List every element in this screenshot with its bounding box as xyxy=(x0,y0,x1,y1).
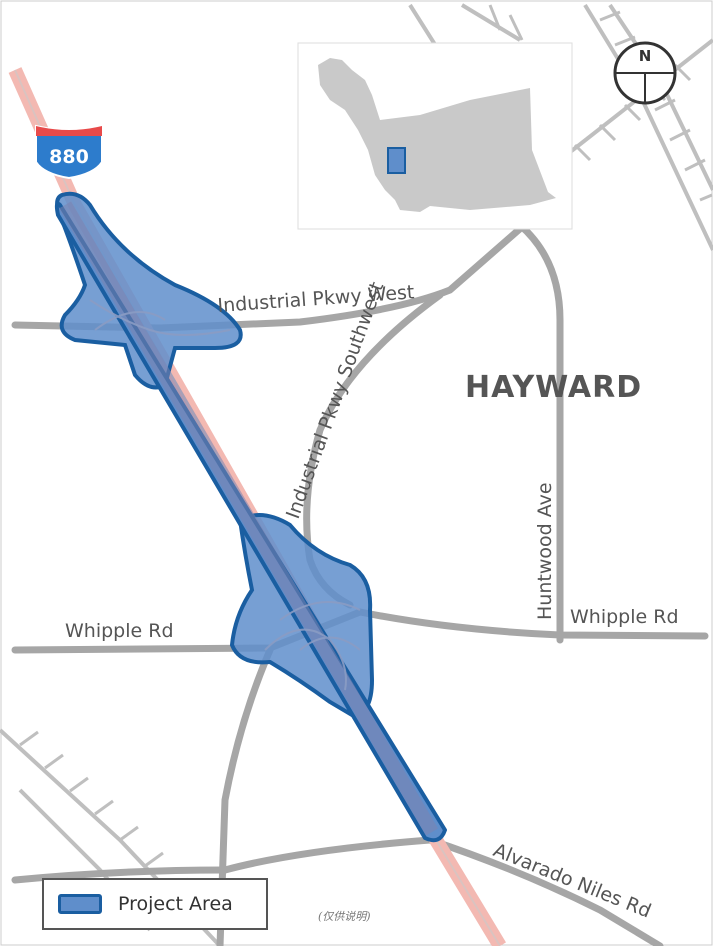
label-whipple-rd-west: Whipple Rd xyxy=(65,620,174,642)
legend-project-area-label: Project Area xyxy=(118,893,233,915)
project-area xyxy=(54,191,447,843)
label-whipple-rd-east: Whipple Rd xyxy=(570,606,679,628)
north-arrow: N xyxy=(613,41,677,105)
north-label: N xyxy=(639,47,652,65)
inset-region-shape xyxy=(318,58,556,212)
legend-project-area-swatch xyxy=(58,894,102,914)
city-label-hayward: HAYWARD xyxy=(465,370,642,405)
inset-locator-map xyxy=(297,42,573,230)
road-south-connector xyxy=(216,646,274,946)
label-huntwood-ave: Huntwood Ave xyxy=(534,482,556,620)
inset-project-marker xyxy=(387,147,406,174)
road-huntwood-ave xyxy=(516,221,564,644)
map-legend: Project Area xyxy=(42,878,268,930)
map-footnote: (仅供说明) xyxy=(318,910,371,923)
road-southwest xyxy=(11,866,229,884)
interstate-880-shield: 880 xyxy=(35,124,103,180)
shield-number: 880 xyxy=(49,146,89,168)
